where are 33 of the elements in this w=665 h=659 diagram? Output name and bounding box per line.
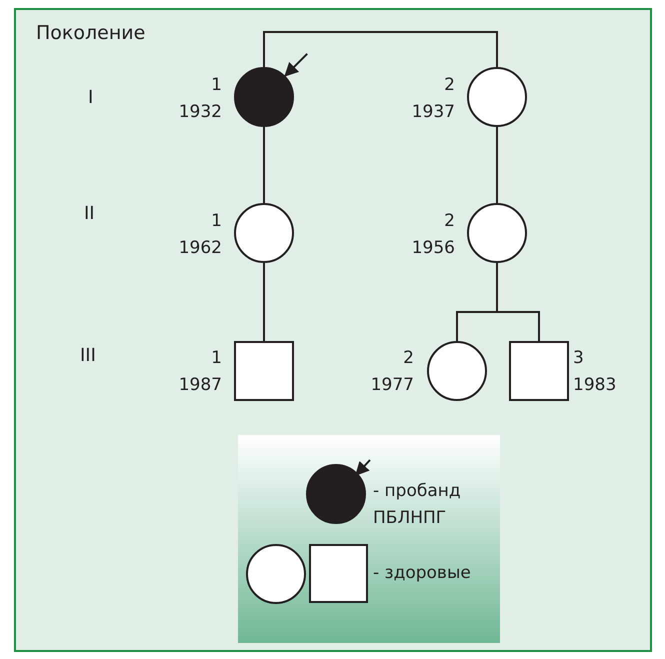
filled-circle-symbol — [234, 67, 294, 127]
circle-symbol — [467, 67, 527, 127]
pedigree-line — [263, 31, 498, 67]
circle-symbol — [427, 341, 487, 401]
generation-label: III — [80, 344, 96, 368]
individual-label: 1 — [211, 74, 222, 97]
pedigree-line — [263, 263, 265, 341]
individual-label: 1937 — [412, 101, 455, 124]
individual-label: 1 — [211, 210, 222, 233]
generation-label: II — [84, 202, 95, 226]
individual-label: 2 — [403, 347, 414, 370]
circle-symbol — [234, 203, 294, 263]
legend-text: - пробанд ПБЛНПГ — [373, 480, 462, 530]
individual-label: 1956 — [412, 237, 455, 260]
individual-label: 1962 — [178, 237, 222, 260]
square-symbol — [509, 341, 569, 401]
pedigree-line — [496, 263, 540, 341]
individual-label: 2 — [444, 210, 455, 233]
arrow — [284, 53, 308, 77]
circle-symbol — [467, 203, 527, 263]
individual-label: 1932 — [178, 101, 222, 124]
generation-heading: Поколение — [36, 21, 146, 46]
individual-label: 1983 — [573, 374, 616, 397]
individual-label: 1987 — [178, 374, 222, 397]
legend-text: - здоровые — [373, 562, 472, 585]
pedigree-line — [496, 127, 498, 203]
individual-label: 1 — [211, 347, 222, 370]
individual-label: 1977 — [370, 374, 414, 397]
individual-label: 2 — [444, 74, 455, 97]
square-symbol — [234, 341, 294, 401]
generation-label: I — [88, 86, 94, 110]
pedigree-line — [263, 127, 265, 203]
individual-label: 3 — [573, 347, 584, 370]
